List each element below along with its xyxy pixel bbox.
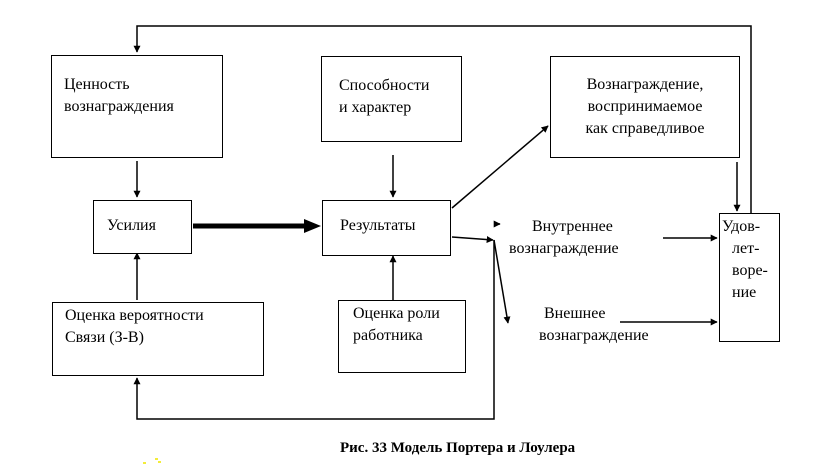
role-line-1: Оценка роли <box>353 305 440 322</box>
results-to-branch-arrow <box>451 236 494 244</box>
fair-reward-line-2: воспринимаемое <box>587 98 703 115</box>
value-of-reward-box: Ценность вознаграждения <box>51 55 223 158</box>
satisfaction-line-1: Удов- <box>722 218 761 235</box>
internal-reward-line-1: Внутреннее <box>532 218 613 235</box>
fair-reward-box: Вознаграждение, воспринимаемое как справ… <box>550 56 740 158</box>
satisfaction-line-4: ние <box>732 284 757 301</box>
fair-reward-line-1: Вознаграждение, <box>586 76 704 93</box>
probability-line-2: Связи (З-В) <box>65 329 144 346</box>
effort-to-results-arrowhead <box>304 219 321 233</box>
branch-down-arrow <box>493 239 511 324</box>
results-label: Результаты <box>340 217 416 234</box>
feedback-top-arrow <box>133 25 752 215</box>
internal-reward-line-2: вознаграждение <box>509 240 619 257</box>
satisfaction-box: Удов- лет- воре- ние <box>719 213 780 342</box>
external-reward-line-1: Внешнее <box>544 305 606 322</box>
external-reward-line-2: вознаграждение <box>539 327 649 344</box>
fair-reward-line-3: как справедливое <box>585 120 705 137</box>
feedback-bottom-arrow <box>133 240 495 420</box>
abilities-box: Способности и характер <box>321 56 462 142</box>
effort-label: Усилия <box>107 217 156 234</box>
value-of-reward-line-2: вознаграждения <box>64 98 174 115</box>
scan-specks <box>143 458 163 466</box>
figure-caption: Рис. 33 Модель Портера и Лоулера <box>340 440 576 456</box>
probability-line-1: Оценка вероятности <box>65 307 204 324</box>
role-box: Оценка роли работника <box>338 300 466 373</box>
probability-box: Оценка вероятности Связи (З-В) <box>52 302 264 376</box>
role-line-2: работника <box>353 327 423 344</box>
satisfaction-line-3: воре- <box>732 262 768 279</box>
satisfaction-line-2: лет- <box>732 240 760 257</box>
results-box: Результаты <box>322 200 451 256</box>
abilities-line-1: Способности <box>339 77 430 94</box>
results-to-fair-reward-arrow <box>451 125 549 209</box>
abilities-line-2: и характер <box>339 99 412 116</box>
effort-box: Усилия <box>93 200 192 254</box>
value-of-reward-line-1: Ценность <box>64 76 130 93</box>
